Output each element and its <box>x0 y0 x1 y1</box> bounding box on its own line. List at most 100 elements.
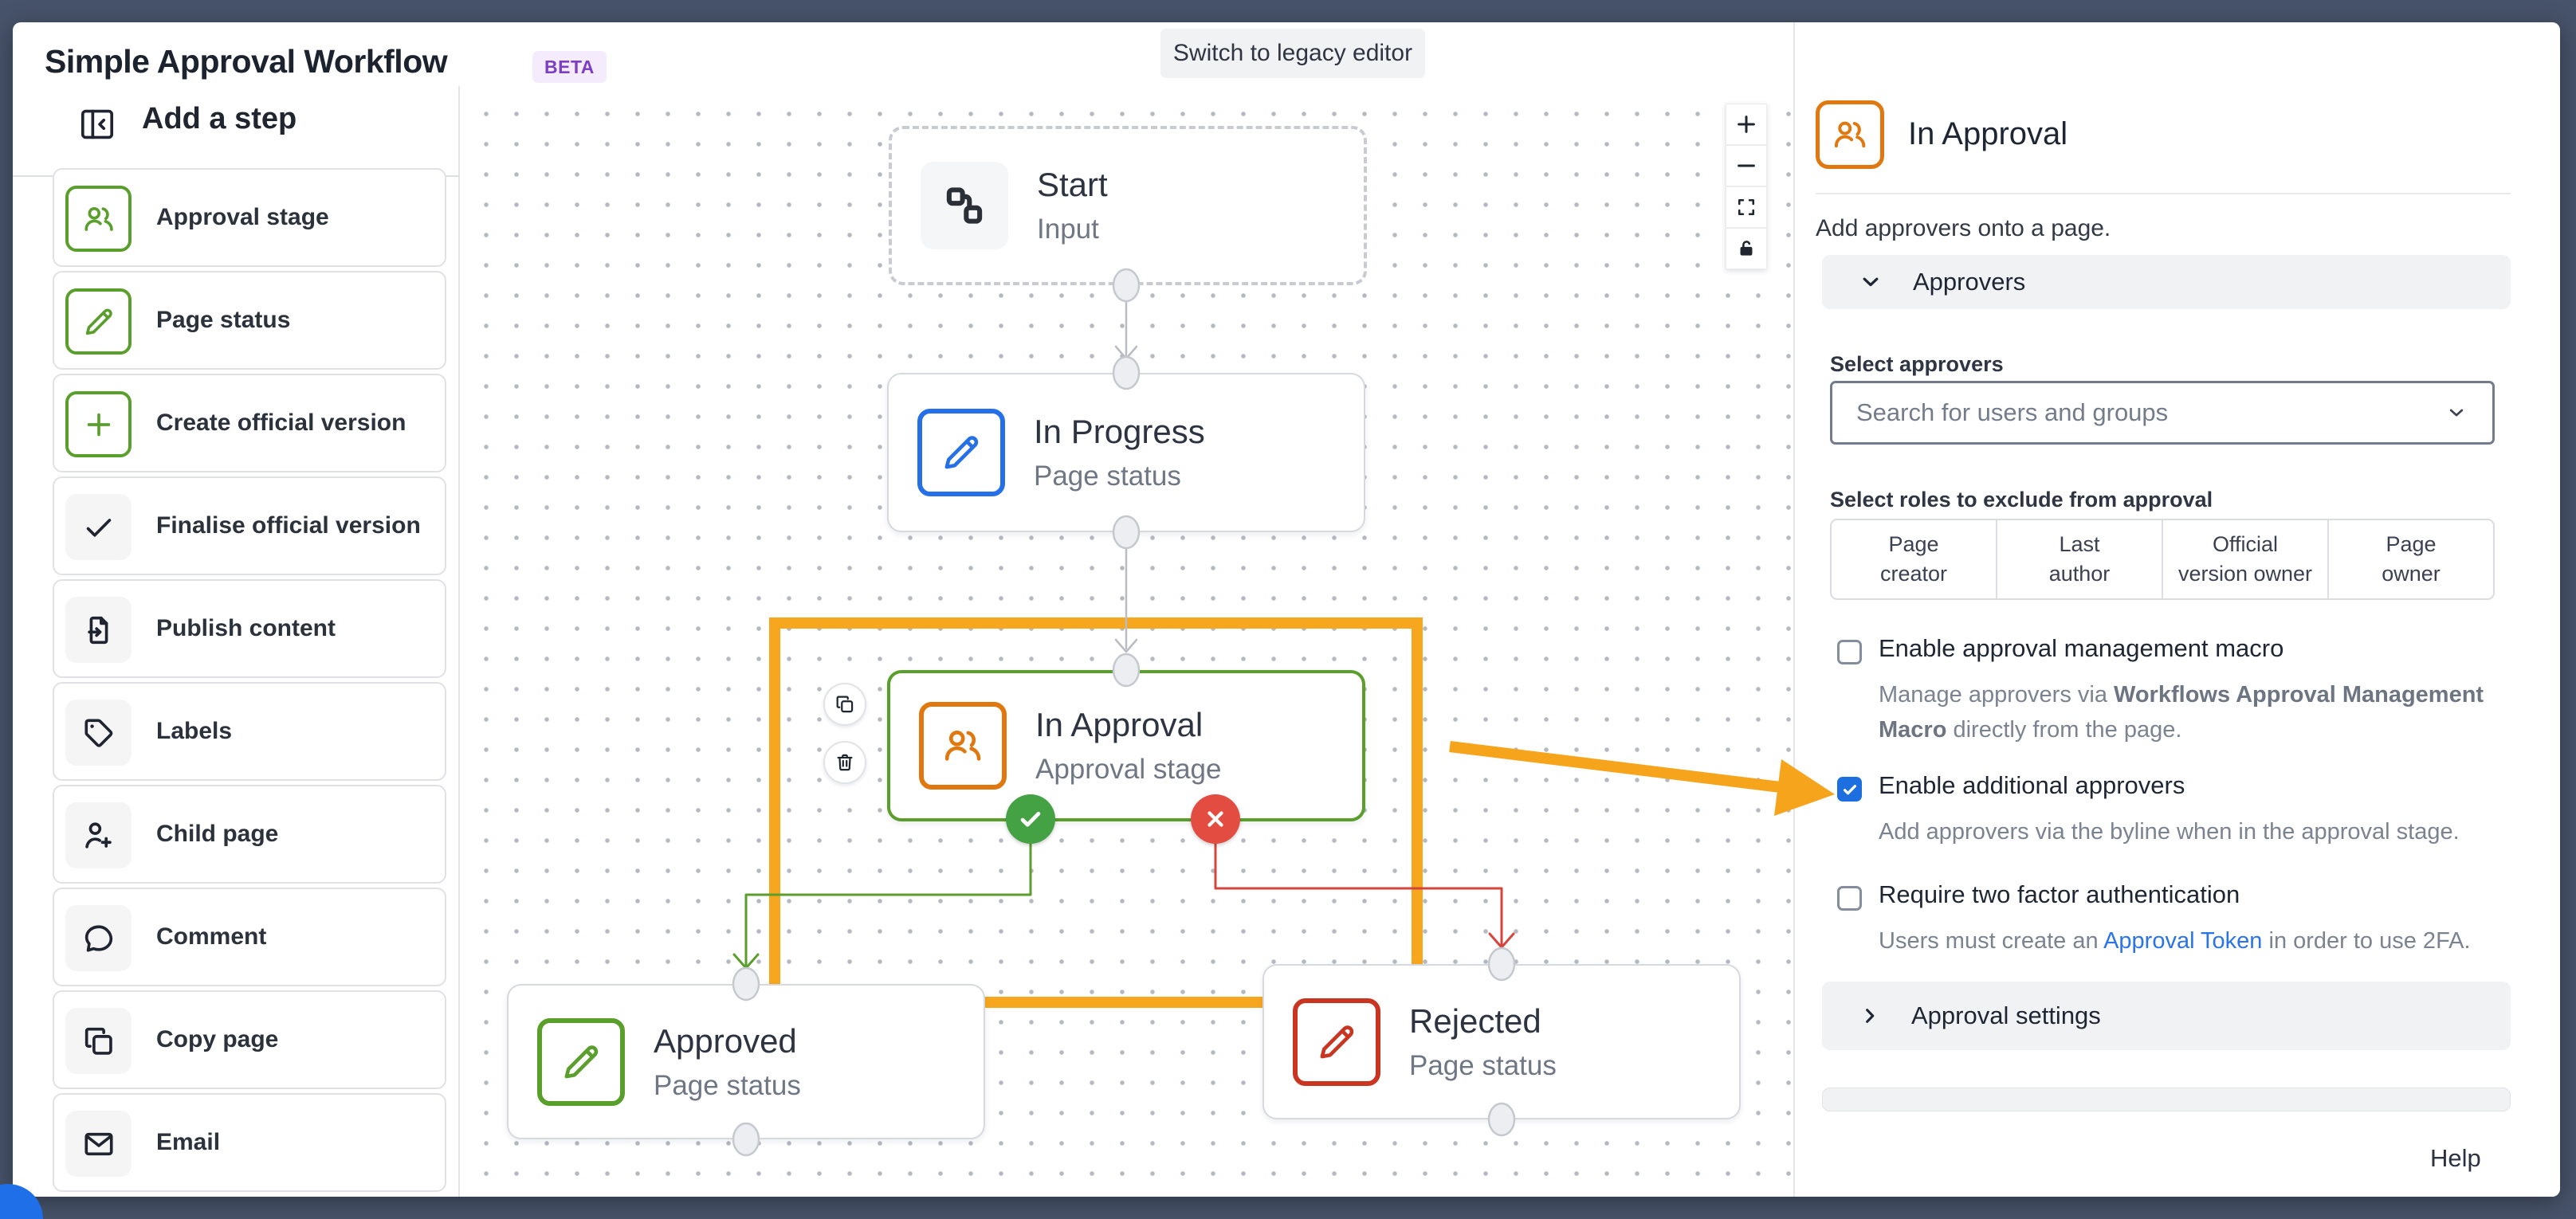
checkbox-approval-management-macro[interactable] <box>1837 640 1862 664</box>
checkbox-description: Manage approvers via Workflows Approval … <box>1879 682 2484 743</box>
chevron-down-icon <box>1863 277 1879 287</box>
panel-description: Add approvers onto a page. <box>1816 215 2111 241</box>
node-subtitle: Approval stage <box>1035 754 1222 785</box>
checkbox-two-factor[interactable] <box>1837 886 1862 911</box>
page-title: Simple Approval Workflow <box>45 43 448 80</box>
checkbox-additional-approvers[interactable] <box>1837 777 1862 802</box>
collapsed-section-partial[interactable] <box>1822 1088 2511 1111</box>
reject-port[interactable] <box>1191 794 1240 844</box>
sidebar-item-publish-content[interactable]: Publish content <box>53 579 446 678</box>
fit-view-button[interactable] <box>1726 186 1767 228</box>
sidebar-item-label: Copy page <box>156 1026 279 1052</box>
comment-icon <box>65 905 132 971</box>
node-subtitle: Page status <box>654 1069 801 1101</box>
zoom-in-button[interactable] <box>1726 104 1767 145</box>
sidebar-item-create-official-version[interactable]: Create official version <box>53 374 446 472</box>
chevron-right-icon <box>1866 1009 1875 1023</box>
unlock-icon[interactable] <box>1726 228 1767 269</box>
sidebar-item-label: Page status <box>156 307 291 333</box>
node-subtitle: Page status <box>1409 1049 1557 1081</box>
checkbox-label: Enable additional approvers <box>1879 771 2185 799</box>
sidebar-item-label: Comment <box>156 923 267 950</box>
divider <box>1816 193 2511 194</box>
check-icon <box>1020 811 1041 827</box>
sidebar-title: Add a step <box>142 102 297 135</box>
checkbox-label: Require two factor authentication <box>1879 880 2240 908</box>
collapse-panel-icon[interactable] <box>77 104 118 145</box>
people-icon <box>919 702 1007 790</box>
select-placeholder: Search for users and groups <box>1856 398 2169 426</box>
sidebar-item-copy-page[interactable]: Copy page <box>53 990 446 1089</box>
sidebar-item-labels[interactable]: Labels <box>53 682 446 781</box>
sidebar-item-label: Approval stage <box>156 204 329 230</box>
approval-settings-section-toggle[interactable]: Approval settings <box>1822 982 2511 1050</box>
plus-icon <box>65 391 132 457</box>
node-title: In Progress <box>1034 413 1205 450</box>
node-start[interactable]: Start Input <box>889 126 1367 285</box>
node-in-progress[interactable]: In Progress Page status <box>887 373 1365 532</box>
sidebar-item-label: Publish content <box>156 615 336 641</box>
check-icon <box>65 494 132 560</box>
node-title: Start <box>1037 166 1108 203</box>
node-title: In Approval <box>1035 706 1204 743</box>
checkbox-label: Enable approval management macro <box>1879 634 2284 662</box>
approve-port[interactable] <box>1006 794 1055 844</box>
trash-icon <box>837 754 853 771</box>
node-subtitle: Input <box>1037 214 1099 245</box>
sidebar-item-approval-stage[interactable]: Approval stage <box>53 168 446 267</box>
people-icon <box>1816 100 1884 169</box>
publish-icon <box>65 597 132 663</box>
chevron-down-icon <box>2449 409 2464 417</box>
node-title: Rejected <box>1409 1001 1541 1040</box>
sidebar-item-email[interactable]: Email <box>53 1093 446 1192</box>
x-icon <box>1208 811 1223 827</box>
sidebar-item-page-status[interactable]: Page status <box>53 271 446 370</box>
select-approvers-label: Select approvers <box>1830 352 2004 376</box>
approval-token-link[interactable]: Approval Token <box>2103 928 2263 954</box>
duplicate-node-button[interactable] <box>823 683 866 726</box>
pencil-icon <box>65 288 132 355</box>
node-approved[interactable]: Approved Page status <box>507 984 985 1139</box>
copy-icon <box>65 1008 132 1074</box>
canvas-controls <box>1726 104 1767 269</box>
tag-icon <box>65 700 132 766</box>
switch-legacy-editor-button[interactable]: Switch to legacy editor <box>1160 29 1425 78</box>
person-add-icon <box>65 802 132 868</box>
zoom-out-button[interactable] <box>1726 145 1767 186</box>
workflow-canvas[interactable]: Start Input In Progress Page status In A… <box>460 94 1793 1197</box>
node-subtitle: Page status <box>1034 461 1181 492</box>
node-in-approval[interactable]: In Approval Approval stage <box>887 670 1365 821</box>
roles-label: Select roles to exclude from approval <box>1830 488 2213 512</box>
delete-node-button[interactable] <box>823 741 866 784</box>
sidebar-item-comment[interactable]: Comment <box>53 888 446 986</box>
check-icon <box>1843 784 1856 794</box>
help-link[interactable]: Help <box>2430 1144 2481 1172</box>
checkbox-description: Users must create an Approval Token in o… <box>1879 928 2471 954</box>
people-icon <box>65 186 132 252</box>
pencil-icon <box>1293 998 1380 1086</box>
approvers-select[interactable]: Search for users and groups <box>1830 381 2495 445</box>
pencil-icon <box>917 409 1005 496</box>
sidebar-item-label: Create official version <box>156 410 406 436</box>
sidebar-item-finalise-official-version[interactable]: Finalise official version <box>53 476 446 575</box>
panel-title: In Approval <box>1908 116 2068 151</box>
sidebar-item-label: Labels <box>156 718 233 744</box>
duplicate-icon <box>836 696 854 713</box>
sidebar-item-label: Child page <box>156 821 279 847</box>
sidebar-item-child-page[interactable]: Child page <box>53 785 446 884</box>
add-step-sidebar: Add a step Approval stage Page status Cr… <box>13 86 460 1197</box>
checkbox-description: Add approvers via the byline when in the… <box>1879 819 2460 845</box>
workflow-editor-modal: Simple Approval Workflow BETA Switch to … <box>13 22 2560 1197</box>
pencil-icon <box>537 1017 625 1106</box>
beta-badge: BETA <box>532 51 607 83</box>
workflow-icon <box>921 162 1008 249</box>
node-rejected[interactable]: Rejected Page status <box>1262 964 1741 1119</box>
approvers-section-toggle[interactable]: Approvers <box>1822 255 2511 309</box>
section-label: Approvers <box>1913 268 2026 296</box>
